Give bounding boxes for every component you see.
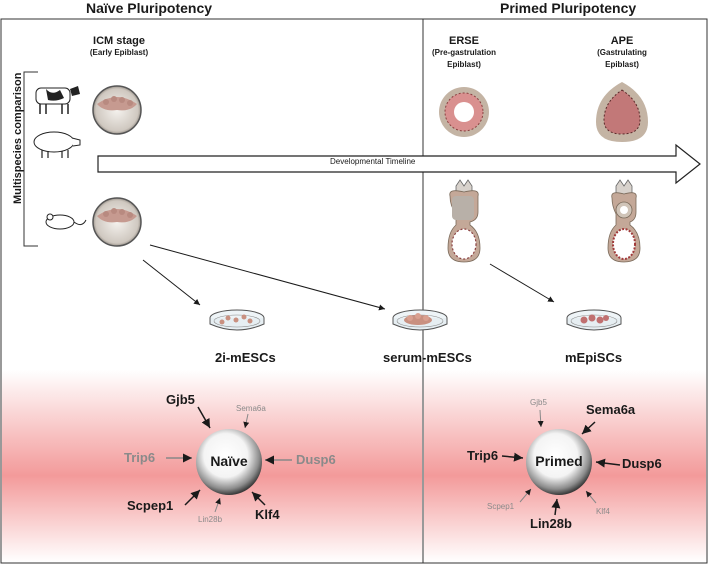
label-serum-mescs: serum-mESCs: [383, 350, 472, 365]
primed-center-label: Primed: [535, 453, 583, 469]
cow-icon: [35, 86, 80, 114]
erse-title: ERSE: [449, 35, 479, 47]
label-2i-mescs: 2i-mESCs: [215, 350, 276, 365]
blastocyst-icon-lower: [92, 197, 142, 247]
primed-gene-trip6: Trip6: [467, 448, 499, 463]
erse-line1: (Pre-gastrulation: [431, 48, 496, 57]
arrow-trip6-primed: [501, 452, 524, 462]
petri-dish-icon-epi: [566, 309, 622, 331]
naive-gene-dusp6: Dusp6: [296, 452, 336, 467]
primed-gene-klf4: Klf4: [596, 507, 610, 516]
arrow-to-2i: [142, 259, 201, 306]
arrow-gjb5: [197, 406, 211, 429]
naive-gene-gjb5: Gjb5: [166, 392, 195, 407]
primed-gene-scpep1: Scpep1: [487, 502, 515, 511]
ape-label: APE (Gastrulating Epiblast): [582, 35, 662, 71]
timeline-label: Developmental Timeline: [330, 157, 416, 166]
ape-line2: Epiblast): [605, 60, 639, 69]
primed-header: Primed Pluripotency: [500, 0, 637, 16]
erse-line2: Epiblast): [447, 60, 481, 69]
timeline-arrow: [97, 143, 701, 185]
petri-dish-icon-2i: [209, 309, 265, 331]
arrow-lin28b-primed: [551, 498, 561, 516]
naive-gene-scpep1: Scpep1: [127, 498, 174, 513]
primed-gene-gjb5: Gjb5: [530, 398, 547, 407]
primed-sphere-icon: [526, 429, 592, 495]
species-bracket: [23, 71, 38, 247]
naive-header: Naïve Pluripotency: [86, 0, 213, 16]
arrow-to-serum: [149, 244, 386, 311]
arrow-dusp6-primed: [595, 458, 621, 468]
primed-gene-dusp6: Dusp6: [622, 456, 662, 471]
naive-gene-sema6a: Sema6a: [236, 404, 266, 413]
naive-gene-lin28b: Lin28b: [198, 515, 223, 524]
icm-title: ICM stage: [93, 35, 145, 47]
icm-stage-label: ICM stage (Early Epiblast): [74, 35, 164, 59]
label-mepiscs: mEpiSCs: [565, 350, 623, 365]
pig-icon: [33, 131, 81, 158]
naive-gene-trip6: Trip6: [124, 450, 156, 465]
egg-cylinder-icon-erse: [447, 179, 481, 263]
primed-gene-sema6a: Sema6a: [586, 402, 636, 417]
arrow-to-epi: [489, 263, 555, 303]
arrow-lin28b: [214, 497, 221, 513]
icm-subtitle: (Early Epiblast): [89, 48, 149, 57]
ape-epiblast-icon: [596, 82, 648, 142]
arrow-scpep1: [184, 489, 201, 506]
arrow-sema6a-primed: [581, 421, 596, 435]
multispecies-label: Multispecies comparison: [12, 72, 24, 204]
naive-center-label: Naïve: [210, 453, 248, 469]
ape-title: APE: [610, 35, 634, 47]
blastocyst-icon-upper: [92, 85, 142, 135]
mouse-icon: [45, 213, 87, 230]
figure-frame: [0, 18, 708, 564]
naive-sphere-icon: [196, 429, 262, 495]
arrow-gjb5-primed: [537, 409, 544, 428]
ape-line1: (Gastrulating: [597, 48, 647, 57]
egg-cylinder-icon-ape: [607, 179, 641, 263]
primed-gene-lin28b: Lin28b: [530, 516, 572, 531]
naive-gene-klf4: Klf4: [255, 507, 280, 522]
arrow-sema6a: [243, 413, 250, 429]
erse-label: ERSE (Pre-gastrulation Epiblast): [424, 35, 504, 71]
arrow-klf4: [251, 491, 266, 506]
erse-epiblast-icon: [439, 87, 489, 137]
arrow-scpep1-primed: [519, 488, 532, 503]
arrow-klf4-primed: [585, 490, 597, 504]
petri-dish-icon-serum: [392, 309, 448, 331]
